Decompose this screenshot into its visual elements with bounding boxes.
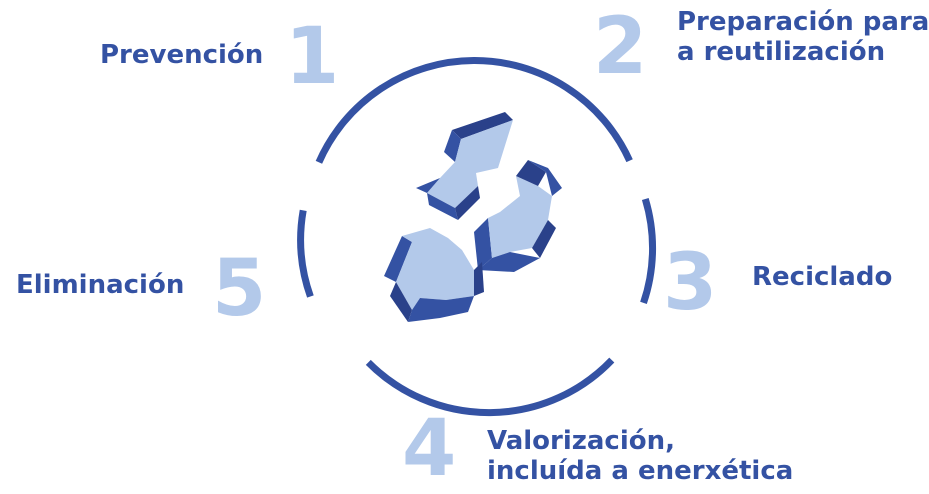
step-label-3: Reciclado	[752, 262, 892, 292]
step-label-line: incluída a enerxética	[487, 456, 794, 486]
ring-arc-bottom	[365, 357, 615, 417]
recycle-arrows-icon	[384, 112, 562, 322]
ring-arc-top	[315, 57, 633, 164]
ring-arc-left	[297, 209, 314, 298]
step-label-line: Preparación para	[677, 7, 929, 37]
step-label-line: Valorización,	[487, 426, 676, 456]
step-number-1: 1	[285, 12, 340, 102]
step-number-5: 5	[212, 244, 267, 334]
step-label-line: Prevención	[100, 40, 264, 70]
step-label-4: Valorización,incluída a enerxética	[487, 426, 793, 486]
step-label-line: Reciclado	[752, 262, 893, 292]
step-number-3: 3	[663, 238, 718, 328]
ring-arc-right	[640, 197, 657, 305]
step-label-5: Eliminación	[16, 270, 184, 300]
step-number-2: 2	[593, 2, 648, 92]
step-number-4: 4	[402, 404, 457, 494]
step-label-1: Prevención	[100, 40, 263, 70]
step-label-line: Eliminación	[16, 270, 185, 300]
step-label-line: a reutilización	[677, 37, 886, 67]
